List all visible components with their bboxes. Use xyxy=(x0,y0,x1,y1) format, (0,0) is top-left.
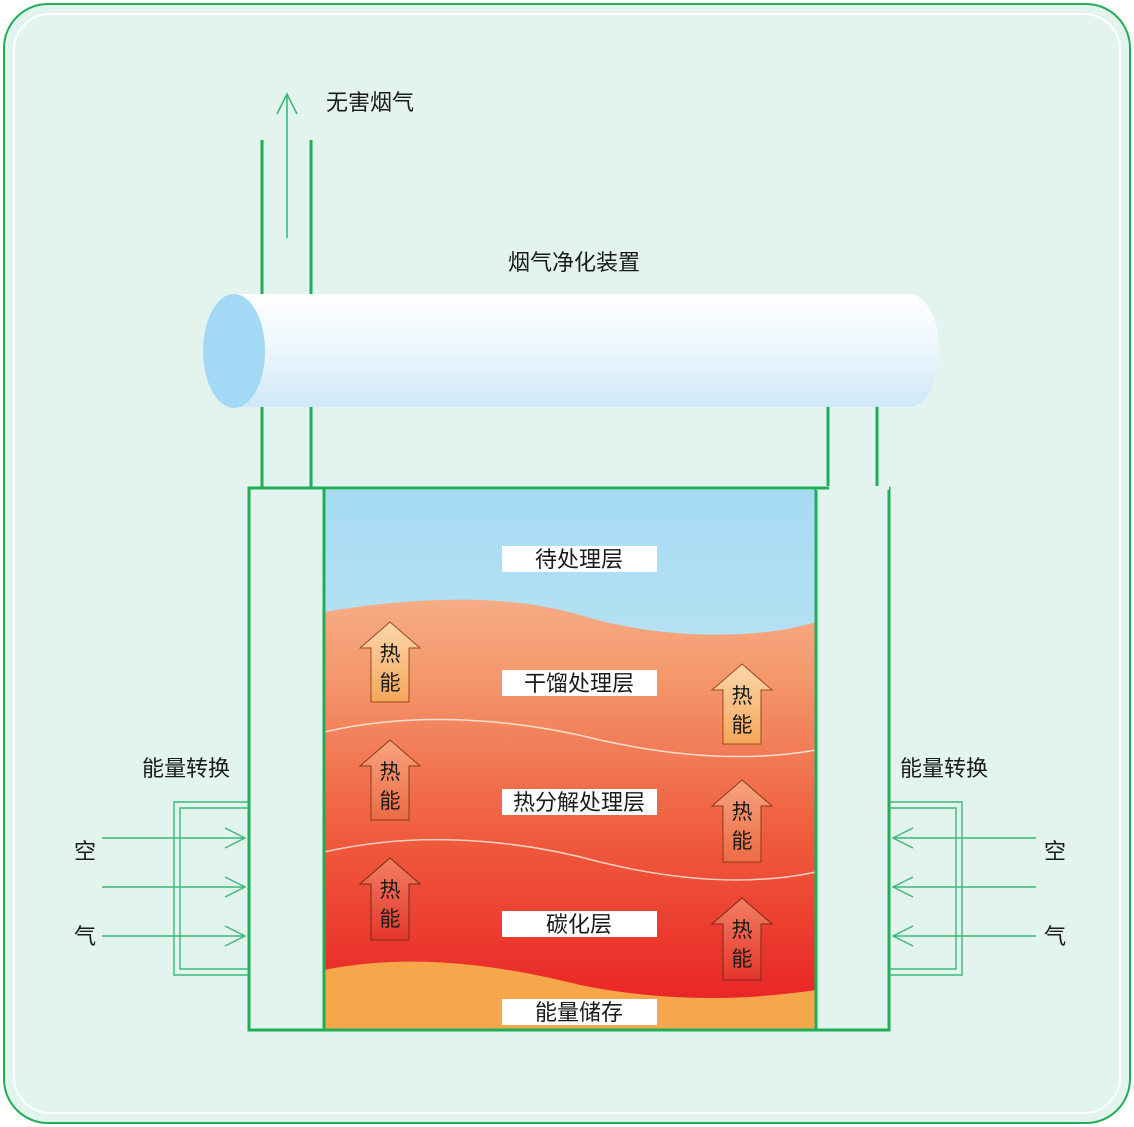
left-air-manifold-inner xyxy=(179,807,249,970)
heat-arrow-char: 能 xyxy=(732,713,753,737)
air-left-bottom-label: 气 xyxy=(74,925,96,950)
left-air-inlets xyxy=(102,801,249,976)
heat-arrow: 热 能 xyxy=(358,739,422,821)
heat-arrow-char: 能 xyxy=(732,947,753,971)
right-air-arrowhead-1 xyxy=(891,827,914,849)
heat-arrow-char: 热 xyxy=(380,642,401,666)
left-air-arrowhead-1 xyxy=(224,827,247,849)
layer-labels: 待处理层 干馏处理层 热分解处理层 碳化层 能量储存 xyxy=(502,546,657,1026)
duct-opening-gap xyxy=(816,486,889,490)
heat-arrow-char: 能 xyxy=(380,671,401,695)
layer-label-carbonization: 碳化层 xyxy=(546,913,612,938)
cylinder-body xyxy=(234,294,940,407)
purifier-label: 烟气净化装置 xyxy=(508,251,640,276)
left-air-arrowhead-2 xyxy=(224,876,247,898)
exhaust-label: 无害烟气 xyxy=(326,91,414,116)
exhaust-arrow xyxy=(276,92,298,238)
heat-arrow: 热 能 xyxy=(710,779,774,863)
heat-arrow-char: 能 xyxy=(732,829,753,853)
purifier-cylinder xyxy=(203,294,940,408)
storage-layer-fill xyxy=(324,961,816,1030)
energy-conversion-left-label: 能量转换 xyxy=(142,757,230,782)
left-air-manifold-outer xyxy=(173,801,249,976)
layer-divider-1 xyxy=(323,718,817,758)
right-air-arrowhead-3 xyxy=(891,925,914,947)
heat-arrow-char: 能 xyxy=(380,789,401,813)
layer-label-box xyxy=(502,670,657,696)
left-air-arrowhead-3 xyxy=(224,925,247,947)
heat-arrow-char: 热 xyxy=(732,800,753,824)
heat-arrow-char: 能 xyxy=(380,907,401,931)
heat-arrow: 热 能 xyxy=(358,621,422,703)
layer-label-energy-storage: 能量储存 xyxy=(535,1001,623,1026)
right-air-manifold-inner xyxy=(889,807,957,970)
layer-label-box xyxy=(502,999,657,1025)
layer-label-pyrolysis: 热分解处理层 xyxy=(513,791,645,816)
panel-inner-border xyxy=(13,13,1121,1114)
layer-divider-2 xyxy=(323,838,817,881)
heat-arrow-char: 热 xyxy=(732,684,753,708)
air-left-top-label: 空 xyxy=(74,840,96,865)
heat-arrows: 热 能 热 能 热 能 热 能 热 能 热 能 xyxy=(358,621,774,981)
right-air-manifold-outer xyxy=(889,801,963,976)
cylinder-end-cap xyxy=(203,294,265,408)
air-right-top-label: 空 xyxy=(1044,840,1066,865)
right-air-inlets xyxy=(889,801,1036,976)
heat-arrow-char: 热 xyxy=(380,760,401,784)
layer-label-box xyxy=(502,789,657,815)
layer-label-pending: 待处理层 xyxy=(535,548,623,573)
heat-arrow: 热 能 xyxy=(710,897,774,981)
heat-arrow: 热 能 xyxy=(358,857,422,941)
layer-label-box xyxy=(502,911,657,937)
heat-arrow-char: 热 xyxy=(380,878,401,902)
right-air-arrowhead-2 xyxy=(891,876,914,898)
layer-label-dry-distillation: 干馏处理层 xyxy=(524,672,634,697)
heat-arrow: 热 能 xyxy=(710,663,774,745)
air-right-bottom-label: 气 xyxy=(1044,925,1066,950)
layer-label-box xyxy=(502,546,657,572)
heat-arrow-char: 热 xyxy=(732,918,753,942)
energy-conversion-right-label: 能量转换 xyxy=(900,757,988,782)
